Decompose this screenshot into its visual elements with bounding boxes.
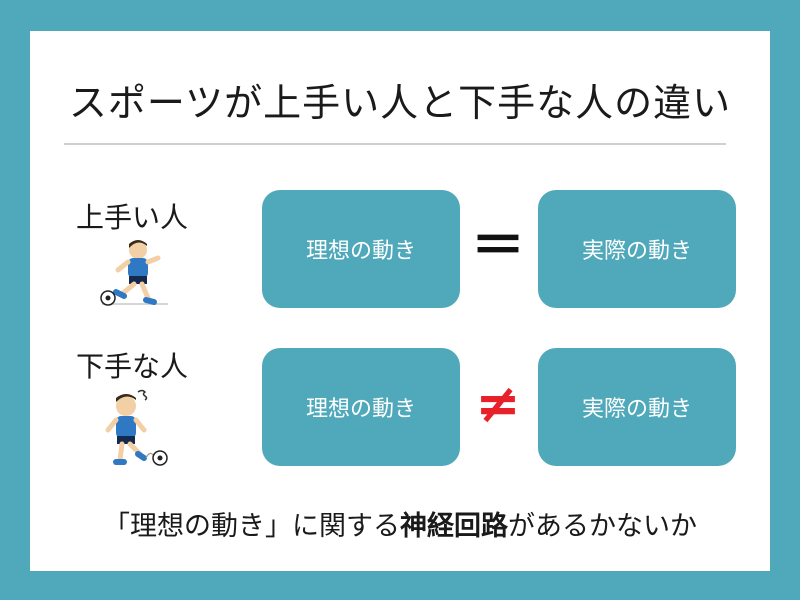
row-label-skilled: 上手い人 xyxy=(76,201,189,234)
skilled-player-icon xyxy=(100,240,168,306)
slide-title: スポーツが上手い人と下手な人の違い xyxy=(68,81,732,125)
ideal-movement-box-skilled: 理想の動き xyxy=(262,190,460,308)
footer-text: 「理想の動き」に関する神経回路があるかないか xyxy=(0,504,800,543)
title-divider xyxy=(64,143,726,145)
not-equals-sign: ≠ xyxy=(475,372,521,435)
unskilled-player-icon xyxy=(105,389,168,466)
actual-movement-box-unskilled: 実際の動き xyxy=(538,348,736,466)
actual-movement-box-skilled: 実際の動き xyxy=(538,190,736,308)
footer-after: があるかないか xyxy=(508,511,697,542)
footer-before: 「理想の動き」に関する xyxy=(103,511,400,542)
row-label-unskilled: 下手な人 xyxy=(76,350,189,383)
equals-sign: ＝ xyxy=(471,214,525,277)
ideal-movement-box-unskilled: 理想の動き xyxy=(262,348,460,466)
footer-emphasis: 神経回路 xyxy=(400,511,508,542)
